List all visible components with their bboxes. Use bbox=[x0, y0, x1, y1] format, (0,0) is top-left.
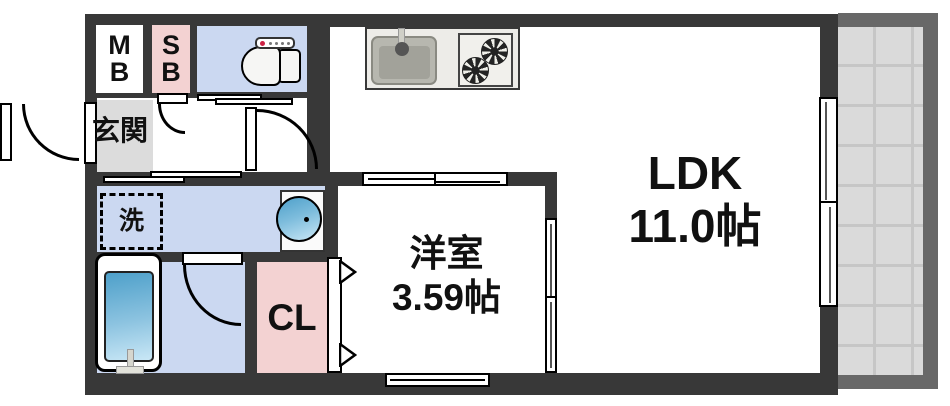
bifold-door-icon bbox=[339, 260, 357, 284]
meter-box: M B bbox=[96, 25, 143, 93]
entrance-step bbox=[0, 103, 12, 161]
western-room-sliding-door bbox=[545, 218, 557, 373]
wall-western-room-right bbox=[545, 172, 557, 222]
western-room-name: 洋室 bbox=[409, 232, 484, 274]
ldk-door-leaf bbox=[245, 107, 257, 171]
entrance-door-leaf bbox=[84, 102, 97, 164]
balcony-window bbox=[819, 97, 838, 307]
western-room-bottom-window bbox=[385, 373, 490, 387]
washer-space: 洗 bbox=[100, 193, 163, 250]
closet-bifold-strip bbox=[327, 257, 342, 373]
bifold-door-icon bbox=[339, 343, 357, 367]
closet-floor bbox=[257, 262, 327, 373]
western-room-size: 3.59帖 bbox=[391, 277, 501, 318]
washbasin-icon bbox=[276, 196, 322, 242]
stove-burner-icon bbox=[481, 38, 508, 65]
bathroom-door-leaf bbox=[182, 252, 243, 265]
shoe-box-label-line1: S bbox=[161, 30, 180, 60]
closet-label: CL bbox=[267, 297, 317, 338]
washbasin-drain bbox=[304, 217, 309, 222]
kitchen-faucet-knob bbox=[395, 42, 409, 56]
wall-bathroom-closet bbox=[245, 252, 257, 373]
hall-small-door-leaf bbox=[157, 93, 188, 104]
hall-small-door-arc bbox=[158, 104, 185, 134]
western-room-top-window bbox=[362, 172, 508, 186]
ldk-name: LDK bbox=[647, 147, 743, 200]
stove-burner-icon bbox=[462, 57, 489, 84]
washroom-sliding-door bbox=[103, 176, 185, 183]
shoe-box-label-line2: B bbox=[161, 57, 181, 87]
entrance-label: 玄関 bbox=[91, 115, 148, 146]
washer-label: 洗 bbox=[118, 207, 144, 235]
meter-box-label-line2: B bbox=[109, 57, 130, 87]
ldk-label: LDK 11.0帖 bbox=[570, 145, 820, 255]
washroom-sliding-door bbox=[150, 171, 242, 178]
ldk-size: 11.0帖 bbox=[628, 200, 762, 252]
toilet-icon bbox=[197, 26, 307, 92]
meter-box-label-line1: M bbox=[108, 30, 131, 60]
wall-washroom-right bbox=[325, 172, 338, 262]
entrance-door-arc bbox=[22, 104, 79, 161]
shoe-box: S B bbox=[152, 25, 190, 93]
toilet-sliding-door bbox=[215, 98, 293, 105]
wall-hall-right bbox=[307, 14, 330, 186]
balcony-floor bbox=[838, 27, 923, 375]
bathtub-faucet-base bbox=[116, 366, 144, 374]
western-room-label: 洋室 3.59帖 bbox=[348, 226, 545, 326]
